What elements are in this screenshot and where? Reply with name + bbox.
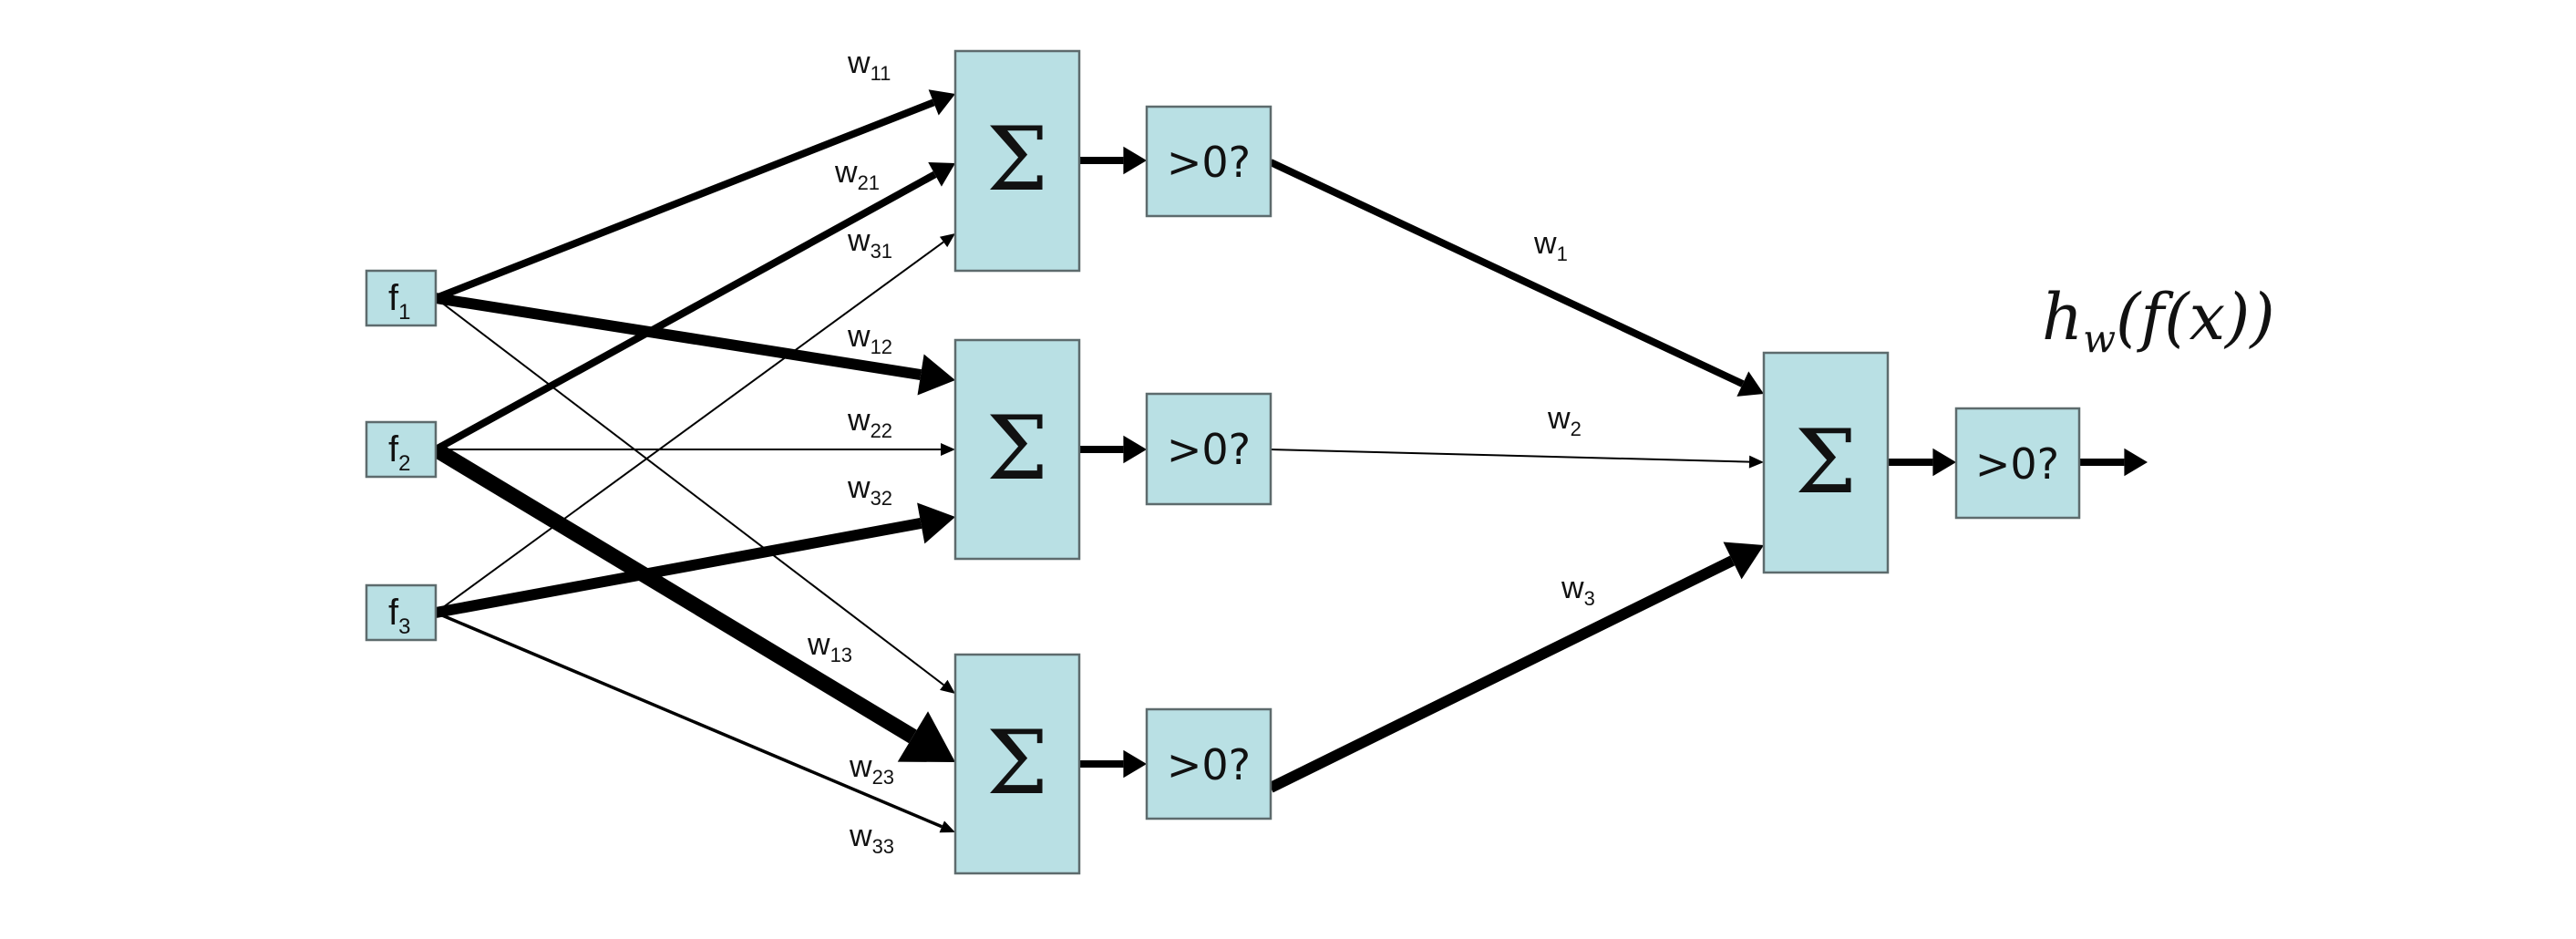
threshold-label: >0? (1167, 740, 1251, 789)
threshold-label: >0? (1167, 138, 1251, 187)
edge-w32-arrowhead (917, 502, 955, 544)
feature-f3: f3 (365, 583, 438, 642)
edge-w33-arrowhead (939, 820, 955, 833)
edge-w23-line (431, 442, 917, 744)
edge-w13-line (435, 297, 944, 686)
edge-w11-arrowhead (928, 89, 955, 116)
weight-label-w1: w1 (1533, 226, 1568, 265)
weight-label-w2: w2 (1547, 401, 1582, 440)
edges-layer (431, 89, 2148, 833)
feature-f2: f2 (365, 420, 438, 479)
edge-w31-line (435, 241, 944, 614)
threshold-label: >0? (1975, 439, 2059, 489)
weight-label-w13: w13 (807, 627, 852, 666)
feature-label: f2 (388, 429, 410, 476)
edge-w12-line (435, 293, 922, 380)
threshold-box (1145, 392, 1273, 506)
sum-box (1762, 351, 1890, 574)
weight-label-w32: w32 (847, 470, 892, 510)
sigma-symbol: Σ (986, 397, 1048, 500)
edge-w12-arrowhead (917, 354, 955, 396)
weight-label-w21: w21 (834, 155, 880, 194)
edge-w31-arrowhead (939, 233, 955, 248)
sigma-symbol: Σ (986, 712, 1048, 814)
edge-w21-line (434, 170, 937, 453)
edge-w1-arrowhead (1736, 371, 1764, 397)
threshold-box (1145, 707, 1273, 820)
connector-output-arrowhead (1932, 448, 1956, 477)
weight-label-w3: w3 (1561, 571, 1595, 610)
output-arrow-arrowhead (2124, 448, 2148, 477)
edge-w3-arrowhead (1723, 542, 1764, 580)
feature-f1: f1 (365, 269, 438, 327)
edge-w23-arrowhead (897, 711, 955, 762)
feature-box (365, 269, 438, 327)
edge-w21-arrowhead (928, 162, 955, 187)
edge-w32-line (434, 518, 922, 618)
connector-hidden-1-arrowhead (1123, 146, 1147, 175)
sum-box (953, 338, 1081, 561)
edge-w3-line (1268, 555, 1736, 793)
feature-label: f3 (388, 593, 410, 639)
weight-label-w12: w12 (847, 319, 892, 358)
hidden-unit-2: Σ >0? (953, 338, 1273, 561)
sigma-symbol: Σ (1795, 411, 1857, 513)
weight-label-w22: w22 (847, 403, 892, 442)
weight-label-w31: w31 (847, 223, 892, 263)
hidden-unit-3: Σ >0? (953, 653, 1273, 875)
feature-box (365, 583, 438, 642)
edge-w11-line (434, 98, 935, 302)
edge-w1-line (1269, 159, 1745, 387)
threshold-box (1954, 407, 2081, 520)
connector-hidden-2-arrowhead (1123, 435, 1147, 464)
sum-box (953, 49, 1081, 273)
edge-w33-line (435, 611, 943, 829)
sigma-symbol: Σ (986, 108, 1048, 211)
hidden-unit-1: Σ >0? (953, 49, 1273, 273)
connector-hidden-3-arrowhead (1123, 749, 1147, 779)
threshold-box (1145, 105, 1273, 218)
sum-box (953, 653, 1081, 875)
feature-box (365, 420, 438, 479)
edge-w2-line (1270, 449, 1750, 463)
output-formula: hw(f(x)) (2042, 280, 2275, 361)
output-unit: Σ >0? (1762, 351, 2081, 574)
weight-label-w23: w23 (849, 749, 894, 789)
weight-label-w33: w33 (849, 819, 894, 858)
feature-label: f1 (388, 278, 410, 325)
weight-label-w11: w11 (847, 46, 891, 85)
edge-w13-arrowhead (940, 679, 955, 694)
edge-w2-arrowhead (1748, 455, 1764, 469)
threshold-label: >0? (1167, 425, 1251, 474)
edge-w22-arrowhead (941, 443, 955, 456)
